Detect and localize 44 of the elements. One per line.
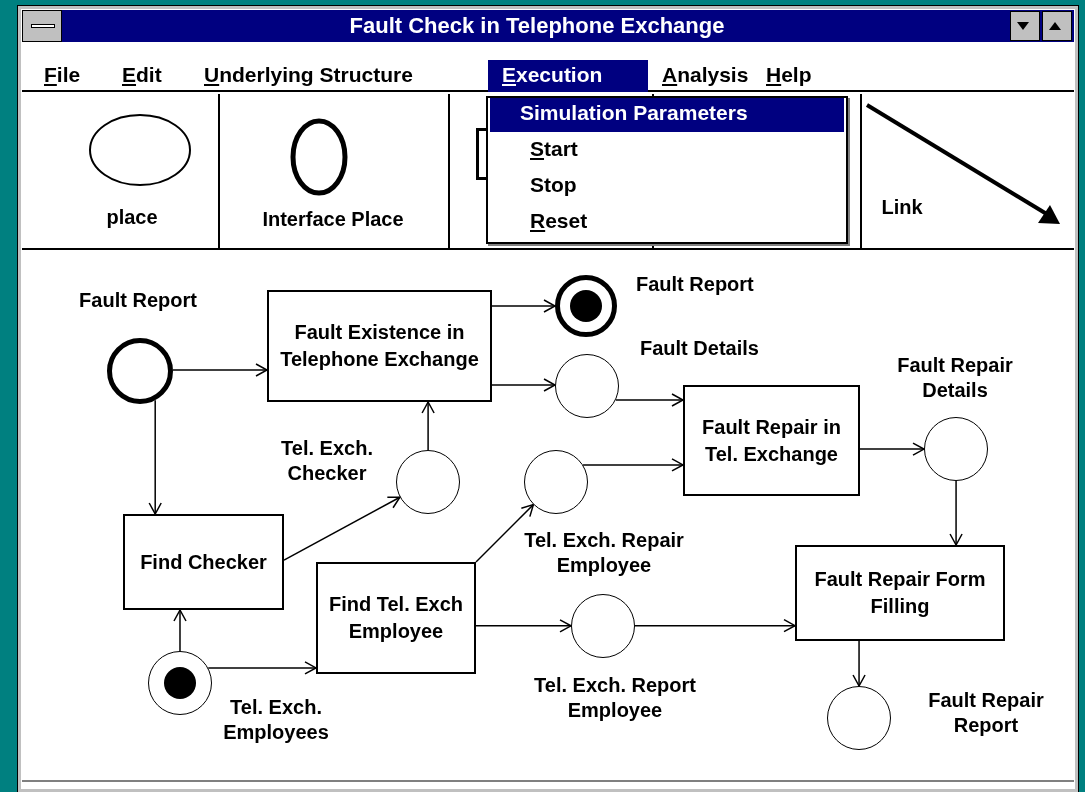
- arrow: [421, 401, 435, 451]
- menu-item: Help: [765, 62, 813, 88]
- menu-item: File: [43, 62, 82, 88]
- menu-item: Edit: [121, 62, 163, 88]
- menu-item: Stop: [529, 172, 578, 198]
- menu-item: Start: [529, 136, 579, 162]
- menu-item: Simulation Parameters: [490, 98, 844, 132]
- menu-item: Analysis: [661, 62, 750, 88]
- place-label: Fault Details: [640, 336, 760, 361]
- tool-label: Interface Place: [261, 207, 405, 232]
- arrow: [615, 393, 684, 407]
- place-label: Tel. Exch. Checker: [280, 436, 374, 486]
- place-label: Tel. Exch. Repair Employee: [523, 528, 685, 578]
- window-title: Fault Check in Telephone Exchange: [348, 12, 726, 40]
- menu-item: Underlying Structure: [203, 62, 414, 88]
- arrow: [172, 363, 268, 377]
- place-label: Fault Report: [636, 272, 755, 297]
- arrow: [207, 661, 317, 675]
- arrow: [491, 299, 556, 313]
- arrow: [491, 378, 556, 392]
- transition-box: Fault Repair Form Filling: [795, 545, 1005, 641]
- transition-box: Find Tel. Exch Employee: [316, 562, 476, 674]
- place-label: Fault Report: [78, 288, 198, 313]
- arrow: [859, 442, 925, 456]
- place-label: Fault Repair Report: [927, 688, 1045, 738]
- tool-label: place: [105, 205, 159, 230]
- menu-item: Reset: [529, 208, 589, 234]
- place-label: Tel. Exch. Report Employee: [533, 673, 697, 723]
- arrow: [283, 496, 401, 561]
- place-label: Fault Repair Details: [896, 353, 1014, 403]
- arrow: [173, 609, 187, 652]
- tool-label: Link: [880, 195, 924, 220]
- transition-box: Find Checker: [123, 514, 284, 610]
- menu-item: Execution: [488, 60, 648, 92]
- arrow: [148, 399, 162, 515]
- transition-box: Fault Existence in Telephone Exchange: [267, 290, 492, 402]
- arrow: [634, 618, 796, 633]
- arrow: [582, 458, 684, 472]
- transition-box: Fault Repair in Tel. Exchange: [683, 385, 860, 496]
- arrow: [475, 619, 572, 633]
- arrow: [475, 503, 535, 563]
- arrow: [852, 640, 866, 687]
- place-label: Tel. Exch. Employees: [222, 695, 330, 745]
- arrow: [949, 480, 963, 546]
